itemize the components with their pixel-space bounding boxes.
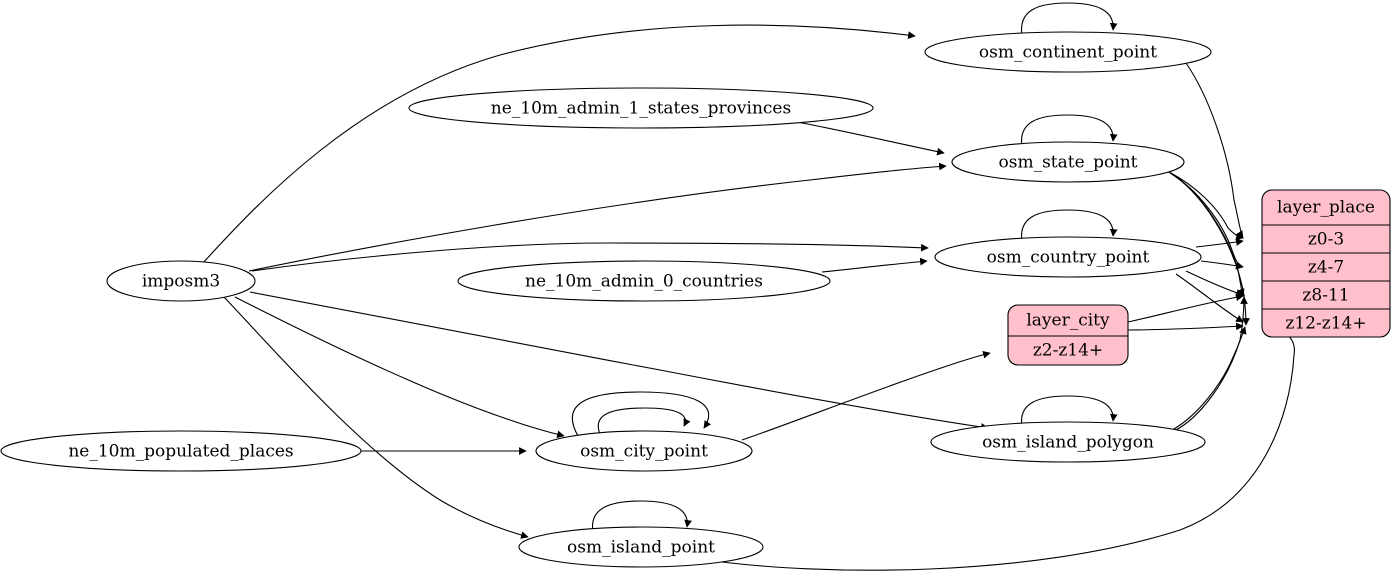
node-layer_city[interactable]: layer_city z2-z14+	[1007, 304, 1129, 366]
node-osm_city_point-label: osm_city_point	[580, 442, 708, 462]
node-ne_10m_admin_0_countries[interactable]: ne_10m_admin_0_countries	[457, 260, 831, 302]
node-osm_state_point[interactable]: osm_state_point	[951, 141, 1185, 183]
node-osm_island_point-label: osm_island_point	[567, 538, 715, 558]
edge-osm_continent_point-self-loop	[1020, 2, 1118, 37]
edges-layer	[202, 2, 1295, 571]
node-osm_city_point-shape[interactable]	[535, 430, 753, 472]
edge-osm_state_point-to-layer_place-z8-11	[1171, 173, 1245, 297]
edge-osm_city_point-self-loop-inner	[597, 407, 691, 435]
node-layer_place[interactable]: layer_place z0-3 z4-7 z8-11 z12-z14+	[1261, 189, 1391, 338]
edge-osm_country_point-to-layer_place-z0-3	[1195, 238, 1244, 248]
node-osm_island_polygon-shape[interactable]	[930, 421, 1206, 463]
edge-imposm3-to-osm_island_point	[222, 295, 529, 539]
edge-osm_city_point-self-loop-outer	[571, 391, 712, 437]
edge-ne_10m_admin_0_countries-to-osm_country_point	[821, 257, 928, 273]
node-osm_city_point[interactable]: osm_city_point	[535, 430, 753, 472]
node-osm_continent_point-shape[interactable]	[924, 31, 1212, 73]
edge-osm_country_point-to-layer_place-z12-z14	[1175, 273, 1244, 323]
edge-osm_country_point-to-layer_place-z4-7	[1200, 260, 1244, 270]
edge-osm_island_point-self-loop	[592, 500, 692, 533]
node-osm_continent_point[interactable]: osm_continent_point	[924, 31, 1212, 73]
edge-osm_city_point-to-layer_city-z2-z14	[741, 350, 991, 441]
edge-osm_island_polygon-self-loop	[1020, 395, 1118, 428]
node-imposm3[interactable]: imposm3	[106, 260, 256, 302]
node-osm_island_polygon[interactable]: osm_island_polygon	[930, 421, 1206, 463]
node-ne_10m_admin_1_states_provinces-label: ne_10m_admin_1_states_provinces	[491, 99, 791, 119]
edge-osm_state_point-to-layer_place-z0-3	[1168, 171, 1244, 241]
node-osm_state_point-label: osm_state_point	[999, 153, 1138, 173]
edge-osm_state_point-to-layer_place-z12-z14	[1173, 174, 1250, 326]
node-ne_10m_admin_0_countries-shape[interactable]	[457, 260, 831, 302]
node-osm_island_point[interactable]: osm_island_point	[518, 526, 764, 568]
layer_place-row-z12-z14-label[interactable]: z12-z14+	[1285, 314, 1366, 334]
node-osm_state_point-shape[interactable]	[951, 141, 1185, 183]
node-ne_10m_populated_places-label: ne_10m_populated_places	[68, 442, 293, 462]
node-ne_10m_populated_places[interactable]: ne_10m_populated_places	[0, 430, 362, 472]
edge-osm_country_point-self-loop	[1020, 209, 1118, 243]
node-osm_island_polygon-label: osm_island_polygon	[982, 433, 1154, 453]
node-imposm3-shape[interactable]	[106, 260, 256, 302]
edge-osm_island_point-to-layer_place-z12-z14	[706, 329, 1295, 571]
node-ne_10m_admin_0_countries-label: ne_10m_admin_0_countries	[525, 272, 763, 292]
layer_place-header-label: layer_place	[1277, 198, 1375, 218]
layer_city-header-label: layer_city	[1026, 311, 1110, 331]
nodes-layer: imposm3 ne_10m_admin_1_states_provinces …	[0, 31, 1212, 568]
edge-imposm3-to-osm_island_polygon	[249, 291, 989, 431]
node-osm_island_point-shape[interactable]	[518, 526, 764, 568]
node-ne_10m_admin_1_states_provinces[interactable]: ne_10m_admin_1_states_provinces	[408, 87, 874, 129]
edge-osm_continent_point-to-layer_place-z0-3	[1185, 62, 1244, 239]
node-ne_10m_populated_places-shape[interactable]	[0, 430, 362, 472]
edge-layer_city-to-layer_place-z12-z14	[1127, 322, 1244, 331]
layer_place-row-z0-3-label[interactable]: z0-3	[1308, 230, 1344, 250]
layer_place-row-z8-11-label[interactable]: z8-11	[1302, 286, 1349, 306]
node-osm_country_point[interactable]: osm_country_point	[934, 236, 1202, 278]
edge-layer_city-to-layer_place-z8-11	[1127, 293, 1244, 323]
node-layer_city-box[interactable]	[1007, 304, 1129, 366]
edge-imposm3-to-osm_continent_point	[202, 24, 916, 264]
edge-imposm3-to-osm_country_point	[251, 242, 929, 272]
edge-osm_country_point-to-layer_place-z8-11	[1185, 270, 1244, 297]
layer_city-row-z2-z14-label[interactable]: z2-z14+	[1033, 341, 1103, 361]
edge-ne_10m_admin_1_states_provinces-to-osm_state_point	[796, 121, 945, 156]
node-layer_place-box[interactable]	[1261, 189, 1391, 338]
edge-osm_state_point-self-loop	[1020, 114, 1118, 148]
edge-osm_island_polygon-to-layer_place-z12-z14	[1171, 326, 1247, 431]
edge-imposm3-to-osm_city_point	[234, 296, 565, 439]
node-osm_country_point-shape[interactable]	[934, 236, 1202, 278]
node-imposm3-label: imposm3	[142, 272, 220, 292]
node-ne_10m_admin_1_states_provinces-shape[interactable]	[408, 87, 874, 129]
layer_place-row-z4-7-label[interactable]: z4-7	[1308, 258, 1344, 278]
edge-imposm3-to-osm_state_point	[248, 162, 947, 272]
record-nodes-layer: layer_place z0-3 z4-7 z8-11 z12-z14+ lay…	[1007, 189, 1391, 366]
node-osm_country_point-label: osm_country_point	[987, 248, 1150, 268]
edge-osm_island_polygon-to-layer_place-z8-11	[1173, 296, 1248, 432]
node-osm_continent_point-label: osm_continent_point	[979, 43, 1157, 63]
